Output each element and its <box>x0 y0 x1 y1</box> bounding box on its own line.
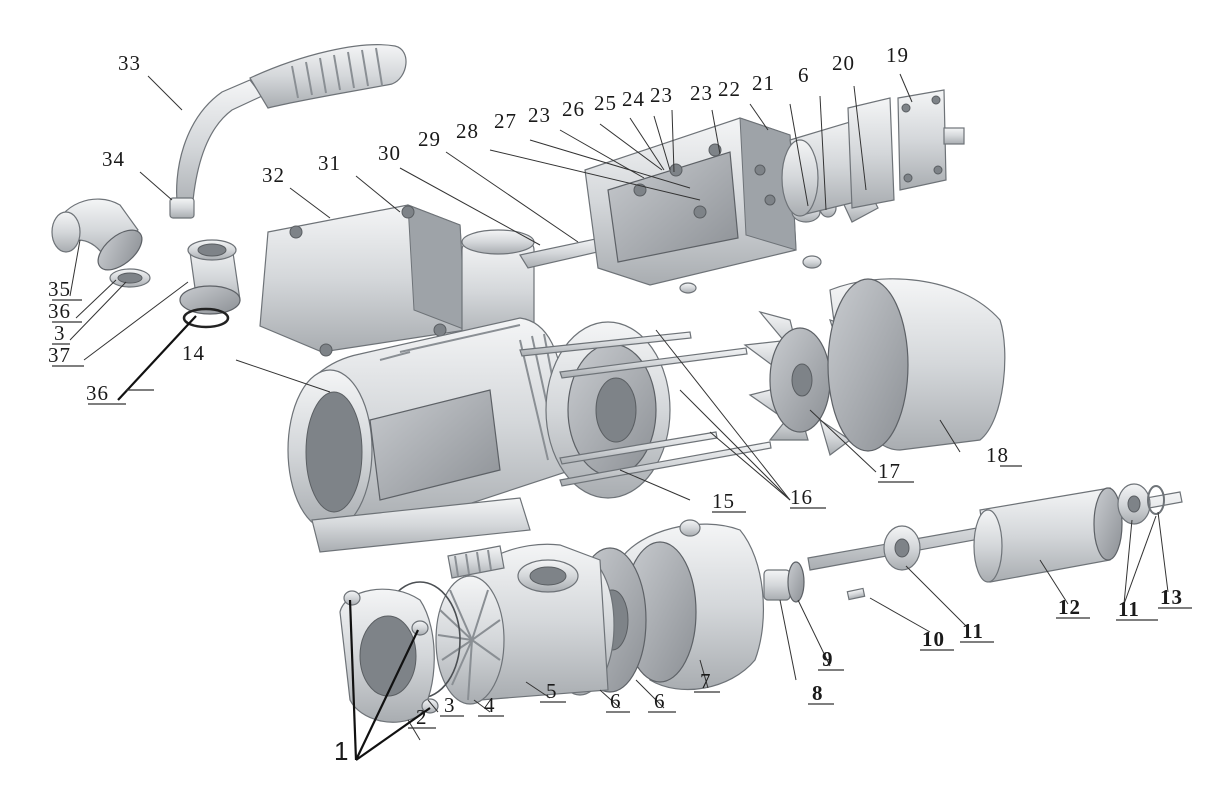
label-4: 4 <box>484 693 496 717</box>
label-31: 31 <box>318 151 341 175</box>
bearing-part <box>883 483 1165 571</box>
shaft-key-part <box>846 587 866 601</box>
front-cover-part <box>339 588 439 723</box>
label-6-mid: 6 <box>654 689 666 713</box>
label-22: 22 <box>718 77 741 101</box>
label-7: 7 <box>700 669 712 693</box>
motor-housing-part <box>287 317 573 553</box>
label-20: 20 <box>832 51 855 75</box>
label-17: 17 <box>878 459 901 483</box>
label-9: 9 <box>822 647 834 671</box>
label-19: 19 <box>886 43 909 67</box>
capacitor-part <box>461 229 535 345</box>
fan-cover-part <box>827 278 1006 452</box>
handle-fitting-part <box>169 197 195 219</box>
label-8: 8 <box>812 681 824 705</box>
label-30: 30 <box>378 141 401 165</box>
label-34: 34 <box>102 147 125 171</box>
label-13: 13 <box>1160 585 1183 609</box>
elbow-fitting-part <box>51 198 143 271</box>
label-23-b: 23 <box>650 83 673 107</box>
label-33: 33 <box>118 51 141 75</box>
label-18: 18 <box>986 443 1009 467</box>
label-2: 2 <box>416 705 428 729</box>
label-32: 32 <box>262 163 285 187</box>
part-number-labels: 33 34 32 31 30 29 28 27 23 26 25 24 23 2… <box>48 43 1183 766</box>
tie-rods-part <box>519 331 772 487</box>
label-37: 37 <box>48 343 71 367</box>
label-3-top: 3 <box>54 321 66 345</box>
label-5: 5 <box>546 679 558 703</box>
label-15: 15 <box>712 489 735 513</box>
connector-part <box>179 239 241 329</box>
label-11-left: 11 <box>962 619 984 643</box>
label-27: 27 <box>494 109 517 133</box>
label-11-right: 11 <box>1118 597 1140 621</box>
label-25: 25 <box>594 91 617 115</box>
label-21: 21 <box>752 71 775 95</box>
mechanical-seal-part <box>763 561 805 603</box>
terminal-box-cover-part <box>259 204 467 357</box>
label-23-a: 23 <box>528 103 551 127</box>
label-1: 1 <box>334 736 349 766</box>
label-29: 29 <box>418 127 441 151</box>
label-35: 35 <box>48 277 71 301</box>
label-36-top: 36 <box>48 299 71 323</box>
leader-lines <box>69 73 1169 761</box>
label-10: 10 <box>922 627 945 651</box>
label-3-bottom: 3 <box>444 693 456 717</box>
label-23-c: 23 <box>690 81 713 105</box>
label-12: 12 <box>1058 595 1081 619</box>
label-24: 24 <box>622 87 645 111</box>
label-underlines <box>52 299 1192 729</box>
switch-body-part <box>781 97 895 217</box>
label-36-bottom: 36 <box>86 381 109 405</box>
mounting-plate-part <box>897 89 965 191</box>
label-16: 16 <box>790 485 813 509</box>
handle-part <box>176 44 407 213</box>
pump-bracket-part <box>619 519 764 691</box>
label-26: 26 <box>562 97 585 121</box>
label-14: 14 <box>182 341 205 365</box>
label-6-top: 6 <box>798 63 810 87</box>
label-6-left: 6 <box>610 689 622 713</box>
terminal-box-base-part <box>584 117 822 294</box>
label-28: 28 <box>456 119 479 143</box>
